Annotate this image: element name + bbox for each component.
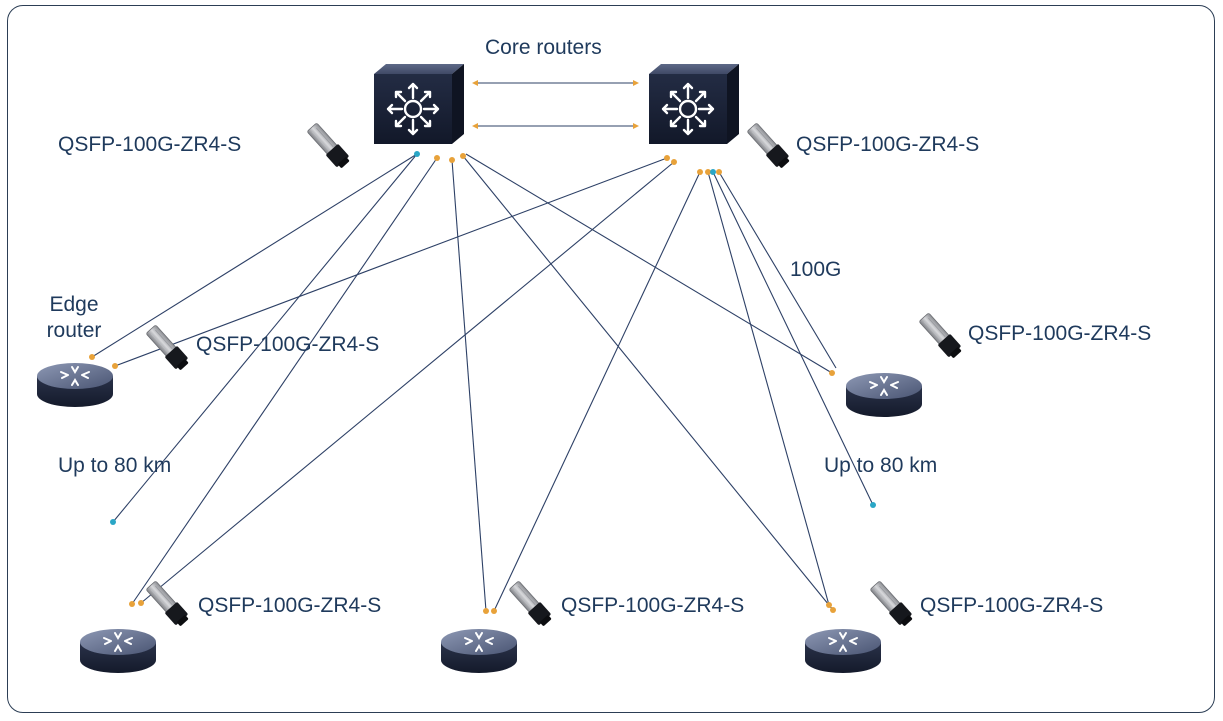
- transceiver-core-right-label: QSFP-100G-ZR4-S: [796, 133, 980, 156]
- transceiver-edge-left-label: QSFP-100G-ZR4-S: [196, 333, 380, 356]
- transceiver-bottom-left-icon: [144, 579, 192, 629]
- endpoint-dot: [129, 601, 135, 607]
- endpoint-dot: [829, 370, 835, 376]
- arrow-tip: [633, 123, 639, 129]
- distance-label-right: Up to 80 km: [824, 454, 938, 477]
- endpoint-dot: [491, 608, 497, 614]
- transceiver-bottom-right-icon: [868, 579, 916, 629]
- endpoint-dot: [460, 153, 466, 159]
- endpoint-dot: [449, 157, 455, 163]
- link-line: [114, 157, 668, 367]
- transceiver-edge-left-icon: [144, 323, 192, 373]
- transceiver-edge-right-label: QSFP-100G-ZR4-S: [968, 322, 1152, 345]
- router-right-icon: [845, 372, 923, 418]
- router-bottom-middle-icon: [440, 628, 518, 674]
- endpoint-dot: [89, 354, 95, 360]
- endpoint-dot: [710, 169, 716, 175]
- transceiver-bottom-left-label: QSFP-100G-ZR4-S: [198, 594, 382, 617]
- diagram-frame: [7, 5, 1215, 713]
- link-line: [140, 161, 675, 604]
- link-line: [131, 157, 438, 605]
- link-line: [451, 159, 487, 612]
- endpoint-dot: [138, 600, 144, 606]
- endpoint-dot: [664, 155, 670, 161]
- endpoint-dot: [434, 155, 440, 161]
- endpoint-dot: [414, 151, 420, 157]
- transceiver-core-right-icon: [745, 121, 793, 171]
- arrow-tip: [472, 123, 478, 129]
- endpoint-dot: [697, 169, 703, 175]
- distance-label-left: Up to 80 km: [58, 454, 172, 477]
- router-bottom-left-icon: [79, 628, 157, 674]
- link-lines: [91, 82, 874, 612]
- link-endpoints: [89, 80, 876, 614]
- transceiver-bottom-middle-icon: [507, 579, 555, 629]
- link-line: [718, 171, 837, 369]
- endpoint-dot: [826, 602, 832, 608]
- link-line: [91, 153, 418, 358]
- endpoint-dot: [483, 608, 489, 614]
- arrow-tip: [472, 80, 478, 86]
- core-router-right-icon: [649, 64, 739, 144]
- link-line: [465, 153, 833, 374]
- link-line: [112, 153, 418, 523]
- link-line: [462, 155, 834, 611]
- arrow-tip: [633, 80, 639, 86]
- transceiver-core-left-label: QSFP-100G-ZR4-S: [58, 133, 242, 156]
- endpoint-dot: [110, 519, 116, 525]
- endpoint-dot: [716, 169, 722, 175]
- endpoint-dot: [112, 363, 118, 369]
- transceiver-core-left-icon: [305, 121, 353, 171]
- endpoint-dot: [870, 502, 876, 508]
- router-bottom-right-icon: [804, 628, 882, 674]
- link-line: [493, 171, 701, 612]
- transceiver-bottom-middle-label: QSFP-100G-ZR4-S: [561, 594, 745, 617]
- endpoint-dot: [830, 607, 836, 613]
- edge-router-icon: [36, 362, 114, 408]
- link-line: [707, 171, 830, 606]
- endpoint-dot: [671, 159, 677, 165]
- edge-router-label: Edge router: [46, 293, 102, 342]
- speed-label: 100G: [790, 258, 842, 281]
- transceiver-bottom-right-label: QSFP-100G-ZR4-S: [920, 594, 1104, 617]
- link-line: [712, 171, 874, 506]
- endpoint-dot: [705, 169, 711, 175]
- core-router-left-icon: [374, 64, 464, 144]
- transceiver-edge-right-icon: [917, 311, 965, 361]
- core-routers-label: Core routers: [485, 36, 602, 59]
